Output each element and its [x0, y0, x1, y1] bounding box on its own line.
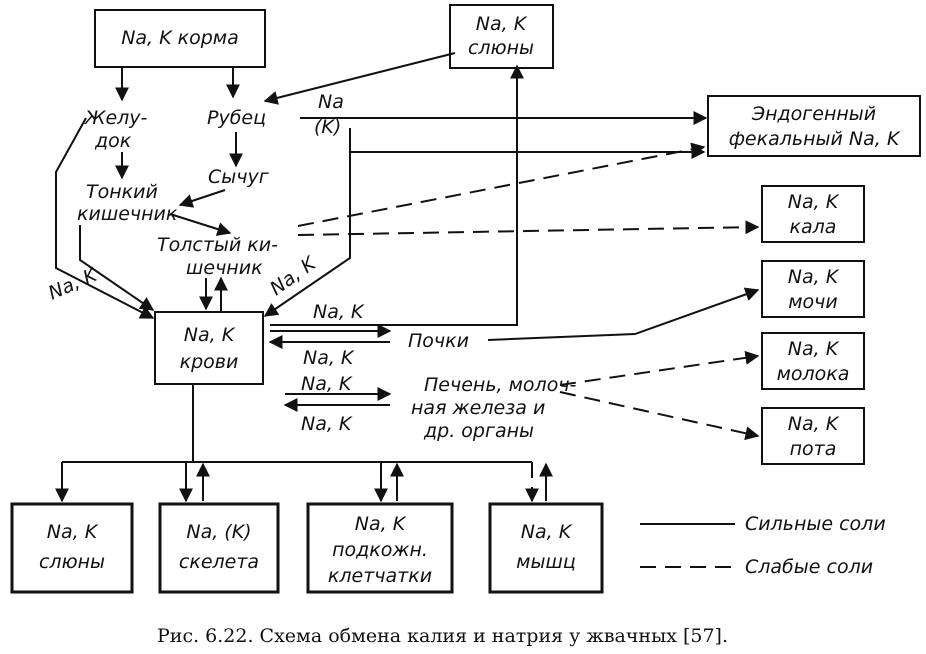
right-nak-label: Na, K — [266, 252, 321, 300]
stomach-label-2: док — [94, 130, 132, 152]
dashed-arrows — [297, 142, 760, 441]
saliva-bottom-label-1: Na, K — [47, 521, 99, 543]
sweat-label-1: Na, K — [788, 413, 840, 435]
sweat-label-2: пота — [790, 438, 837, 460]
feces-label-1: Na, K — [788, 191, 840, 213]
saliva-bottom-box — [10, 502, 134, 594]
stomach-label-1: Желу- — [84, 107, 148, 129]
muscles-label-1: Na, K — [521, 521, 573, 543]
small-intestine-label-1: Тонкий — [86, 181, 158, 203]
abomasum-label: Сычуг — [208, 166, 270, 188]
sweat-box — [761, 407, 865, 465]
dashed-intestine-endogenous — [297, 142, 706, 227]
dashed-liver-milk — [559, 350, 760, 386]
kidney-in-label: Na, K — [303, 347, 355, 369]
subcutaneous-label-1: Na, K — [355, 513, 407, 535]
muscles-box — [488, 502, 604, 594]
liver-label-1: Печень, молоч- — [424, 374, 577, 396]
rumen-na-label: Na — [318, 91, 344, 113]
milk-label-2: молока — [777, 363, 850, 385]
milk-label-1: Na, K — [788, 338, 840, 360]
liver-in-label: Na, K — [301, 413, 353, 435]
arrow-abomasum-small-intestine — [178, 189, 226, 208]
legend-weak-label: Слабые соли — [745, 556, 873, 578]
figure-caption: Рис. 6.22. Схема обмена калия и натрия у… — [157, 625, 728, 647]
feces-box — [761, 185, 865, 243]
endogenous-label-1: Эндогенный — [751, 103, 876, 125]
arrow-rumen-saliva — [263, 52, 456, 105]
legend: Сильные соли Слабые соли — [640, 513, 886, 578]
liver-out-label: Na, K — [301, 373, 353, 395]
arrow-intestine-blood-inner — [79, 225, 155, 311]
milk-box — [761, 332, 865, 390]
dashed-liver-sweat — [559, 391, 760, 441]
rumen-label: Рубец — [207, 107, 266, 129]
arrow-small-to-large-intestine — [169, 213, 232, 236]
urine-label-2: мочи — [788, 291, 838, 313]
large-intestine-label-1: Толстый ки- — [157, 234, 278, 256]
subcutaneous-box — [306, 502, 454, 594]
blood-label-1: Na, K — [184, 324, 236, 346]
legend-strong-label: Сильные соли — [745, 513, 886, 535]
subcutaneous-label-2: подкожн. — [332, 539, 428, 561]
rumen-k-label: (K) — [314, 116, 341, 138]
arrow-kidney-urine — [487, 287, 760, 341]
urine-box — [761, 260, 865, 318]
skeleton-label-1: Na, (K) — [186, 521, 251, 543]
arrow-rumen-blood-right — [263, 128, 351, 317]
skeleton-label-2: скелета — [179, 551, 259, 573]
arrow-stomach-blood-outer — [55, 117, 155, 319]
saliva-top-box — [449, 4, 554, 69]
large-intestine-label-2: шечник — [186, 257, 263, 279]
urine-label-1: Na, K — [788, 266, 840, 288]
feces-label-2: кала — [790, 216, 837, 238]
endogenous-label-2: фекальный Na, K — [729, 128, 901, 150]
kidney-out-label: Na, K — [313, 301, 365, 323]
liver-label-2: ная железа и — [411, 397, 545, 419]
subcutaneous-label-3: клетчатки — [328, 565, 432, 587]
blood-label-2: крови — [180, 351, 239, 373]
saliva-top-label-2: слюны — [468, 37, 534, 59]
small-intestine-label-2: кишечник — [77, 203, 178, 225]
arrow-kidney-saliva — [270, 64, 524, 326]
feed-label: Na, K корма — [121, 27, 239, 49]
saliva-bottom-label-2: слюны — [39, 551, 105, 573]
feed-box — [94, 9, 266, 68]
blood-box — [154, 311, 264, 385]
muscles-label-2: мышц — [516, 551, 576, 573]
saliva-top-label-1: Na, K — [476, 13, 528, 35]
endogenous-box — [707, 95, 921, 157]
skeleton-box — [158, 502, 280, 594]
liver-label-3: др. органы — [423, 420, 534, 442]
solid-arrows — [55, 52, 760, 503]
kidneys-label: Почки — [408, 330, 469, 352]
dashed-intestine-feces — [297, 220, 760, 236]
